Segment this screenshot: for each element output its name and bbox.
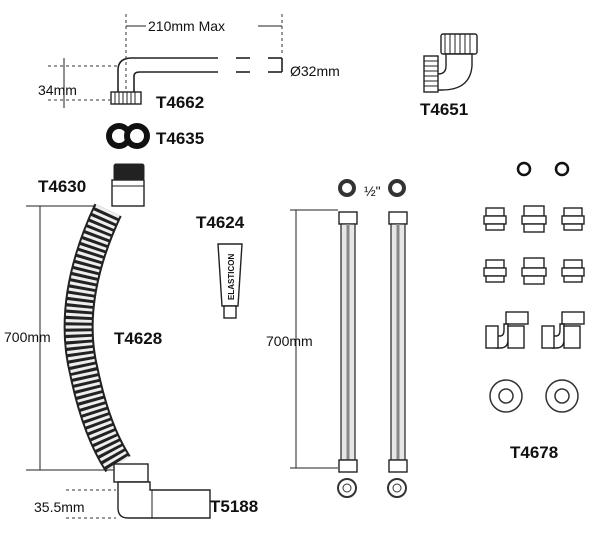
o-ring-right bbox=[554, 161, 570, 177]
connector-t4630 bbox=[111, 163, 145, 207]
code-t4678: T4678 bbox=[510, 443, 558, 462]
dimension-34mm bbox=[48, 58, 118, 108]
dimension-700mm-left bbox=[26, 205, 116, 471]
code-t4630: T4630 bbox=[38, 177, 86, 196]
dim-35-5mm-label: 35.5mm bbox=[34, 499, 85, 515]
braided-hose-right bbox=[388, 211, 408, 473]
elbow-fitting-right bbox=[541, 311, 585, 349]
elbow-fitting-left bbox=[485, 311, 529, 349]
washer-half-inch-left bbox=[338, 179, 356, 197]
code-t4624: T4624 bbox=[196, 213, 245, 232]
braided-hose-left bbox=[338, 211, 358, 473]
code-t4628: T4628 bbox=[114, 329, 162, 348]
code-t4651: T4651 bbox=[420, 100, 468, 119]
elbow-adaptor-t4651 bbox=[423, 33, 478, 93]
dim-34mm-label: 34mm bbox=[38, 82, 77, 98]
washer-half-inch-right bbox=[388, 179, 406, 197]
washer-bottom-right bbox=[387, 478, 407, 498]
code-t4635: T4635 bbox=[156, 129, 204, 148]
corrugated-hose-t4628 bbox=[63, 203, 131, 473]
dim-700mm-left-label: 700mm bbox=[4, 329, 51, 345]
code-t4662: T4662 bbox=[156, 93, 204, 112]
o-ring-left bbox=[516, 161, 532, 177]
fittings-row-1 bbox=[483, 205, 585, 233]
dim-700mm-mid-label: 700mm bbox=[266, 333, 313, 349]
dimension-700mm-mid bbox=[290, 209, 338, 469]
flange-washer-right bbox=[545, 379, 579, 413]
bent-pipe-t4662 bbox=[110, 57, 283, 105]
elbow-t5188 bbox=[66, 463, 211, 519]
fittings-row-2 bbox=[483, 257, 585, 285]
elasticon-tube-t4624: ELASTICON bbox=[217, 243, 243, 319]
dim-210mm-label: 210mm Max bbox=[148, 18, 225, 34]
rings-t4635 bbox=[106, 123, 150, 149]
washer-bottom-left bbox=[337, 478, 357, 498]
dimension-210mm bbox=[125, 14, 283, 92]
code-t5188: T5188 bbox=[210, 497, 258, 516]
half-inch-label: ½" bbox=[364, 183, 381, 199]
elasticon-brand-text: ELASTICON bbox=[227, 254, 236, 300]
dim-diameter-32mm-label: Ø32mm bbox=[290, 63, 340, 79]
flange-washer-left bbox=[489, 379, 523, 413]
